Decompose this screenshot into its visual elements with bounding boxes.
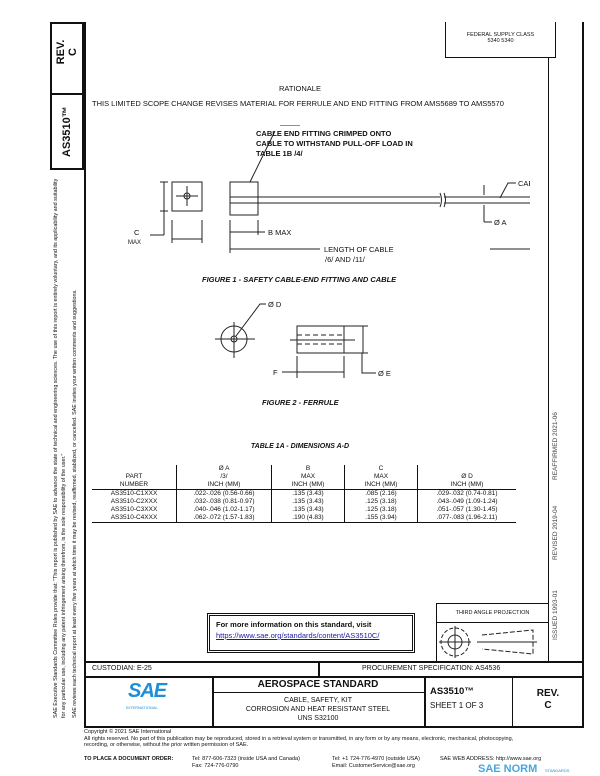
supply-class-box: FEDERAL SUPPLY CLASS 5340 5340 <box>445 22 555 58</box>
web-address[interactable]: SAE WEB ADDRESS: http://www.sae.org <box>440 756 542 762</box>
table-row: AS3510-C1XXX.022-.026 (0.56-0.66).135 (3… <box>92 489 516 498</box>
side-doc-box: AS3510™ <box>50 93 84 170</box>
sheet-number: SHEET 1 OF 3 <box>430 701 484 710</box>
fitting-end-view <box>171 181 203 212</box>
table-row: AS3510-C2XXX.032-.038 (0.81-0.97).135 (3… <box>92 498 516 506</box>
dia-d-label: Ø D <box>268 300 282 309</box>
order-tel-intl: Tel: +1 724-776-4970 (outside USA) <box>332 756 420 762</box>
projection-box: THIRD ANGLE PROJECTION <box>436 603 549 662</box>
aerospace-standard-heading: AEROSPACE STANDARD <box>257 679 379 690</box>
svg-text:CABLE TO WITHSTAND PULL-OFF LO: CABLE TO WITHSTAND PULL-OFF LOAD IN <box>256 139 413 148</box>
revision: REV.C <box>536 688 560 711</box>
figure-2-drawing: Ø D Ø E F FIGURE 2 - FERRULE <box>215 300 391 407</box>
footer: Copyright © 2021 SAE International All r… <box>84 729 514 748</box>
order-tel: Tel: 877-606-7323 (inside USA and Canada… <box>192 756 300 762</box>
dia-e-label: Ø E <box>378 369 391 378</box>
dia-a-label: Ø A <box>494 218 507 227</box>
b-max-label: B MAX <box>268 228 291 237</box>
figure-2-caption: FIGURE 2 - FERRULE <box>262 398 340 407</box>
c-label: C <box>134 228 140 237</box>
fitting-note: CABLE END FITTING CRIMPED ONTO <box>256 129 391 138</box>
cable-label: CABLE <box>518 179 530 188</box>
standard-link[interactable]: https://www.sae.org/standards/content/AS… <box>216 631 380 640</box>
doc-number: AS3510™ <box>430 686 474 697</box>
procurement-spec: PROCUREMENT SPECIFICATION: AS4536 <box>362 665 501 672</box>
side-rev-label: REV. <box>55 39 67 65</box>
table-row: AS3510-C4XXX.062-.072 (1.57-1.83).190 (4… <box>92 514 516 523</box>
side-rev: C <box>67 48 79 56</box>
order-email[interactable]: Email: CustomerService@sae.org <box>332 762 415 769</box>
figure-1-caption: FIGURE 1 - SAFETY CABLE-END FITTING AND … <box>202 275 397 284</box>
watermark-logo: SAE NORM <box>478 763 538 775</box>
order-label: TO PLACE A DOCUMENT ORDER: <box>84 756 174 762</box>
title-block <box>84 661 584 728</box>
info-text: For more information on this standard, v… <box>216 620 372 629</box>
sae-logo: SAE <box>128 680 167 702</box>
svg-text:MAX: MAX <box>128 240 141 246</box>
table-row: AS3510-C3XXX.040-.046 (1.02-1.17).135 (3… <box>92 506 516 514</box>
revised-date: REVISED 2019-04 <box>552 505 559 560</box>
f-label: F <box>273 368 278 377</box>
custodian: CUSTODIAN: E-25 <box>92 665 152 672</box>
reaffirmed-date: REAFFIRMED 2021-06 <box>552 412 559 480</box>
rationale-text: THIS LIMITED SCOPE CHANGE REVISES MATERI… <box>92 99 504 108</box>
end-fitting <box>229 181 259 216</box>
figure-1-drawing: CABLE END FITTING CRIMPED ONTO CABLE TO … <box>128 125 530 284</box>
order-fax: Fax: 724-776-0790 <box>192 762 239 769</box>
issued-date: ISSUED 1993-01 <box>552 590 559 640</box>
side-doc: AS3510™ <box>61 106 73 157</box>
svg-text:/6/ AND /11/: /6/ AND /11/ <box>325 255 366 264</box>
length-label: LENGTH OF CABLE <box>324 245 394 254</box>
svg-text:TABLE 1B /4/: TABLE 1B /4/ <box>256 149 303 158</box>
info-box: For more information on this standard, v… <box>207 613 415 653</box>
rationale-title: RATIONALE <box>279 84 321 93</box>
third-angle-projection-icon <box>439 626 537 658</box>
table-title: TABLE 1A - DIMENSIONS A-D <box>250 443 350 450</box>
side-notice-2: SAE reviews each technical report at lea… <box>72 289 78 718</box>
